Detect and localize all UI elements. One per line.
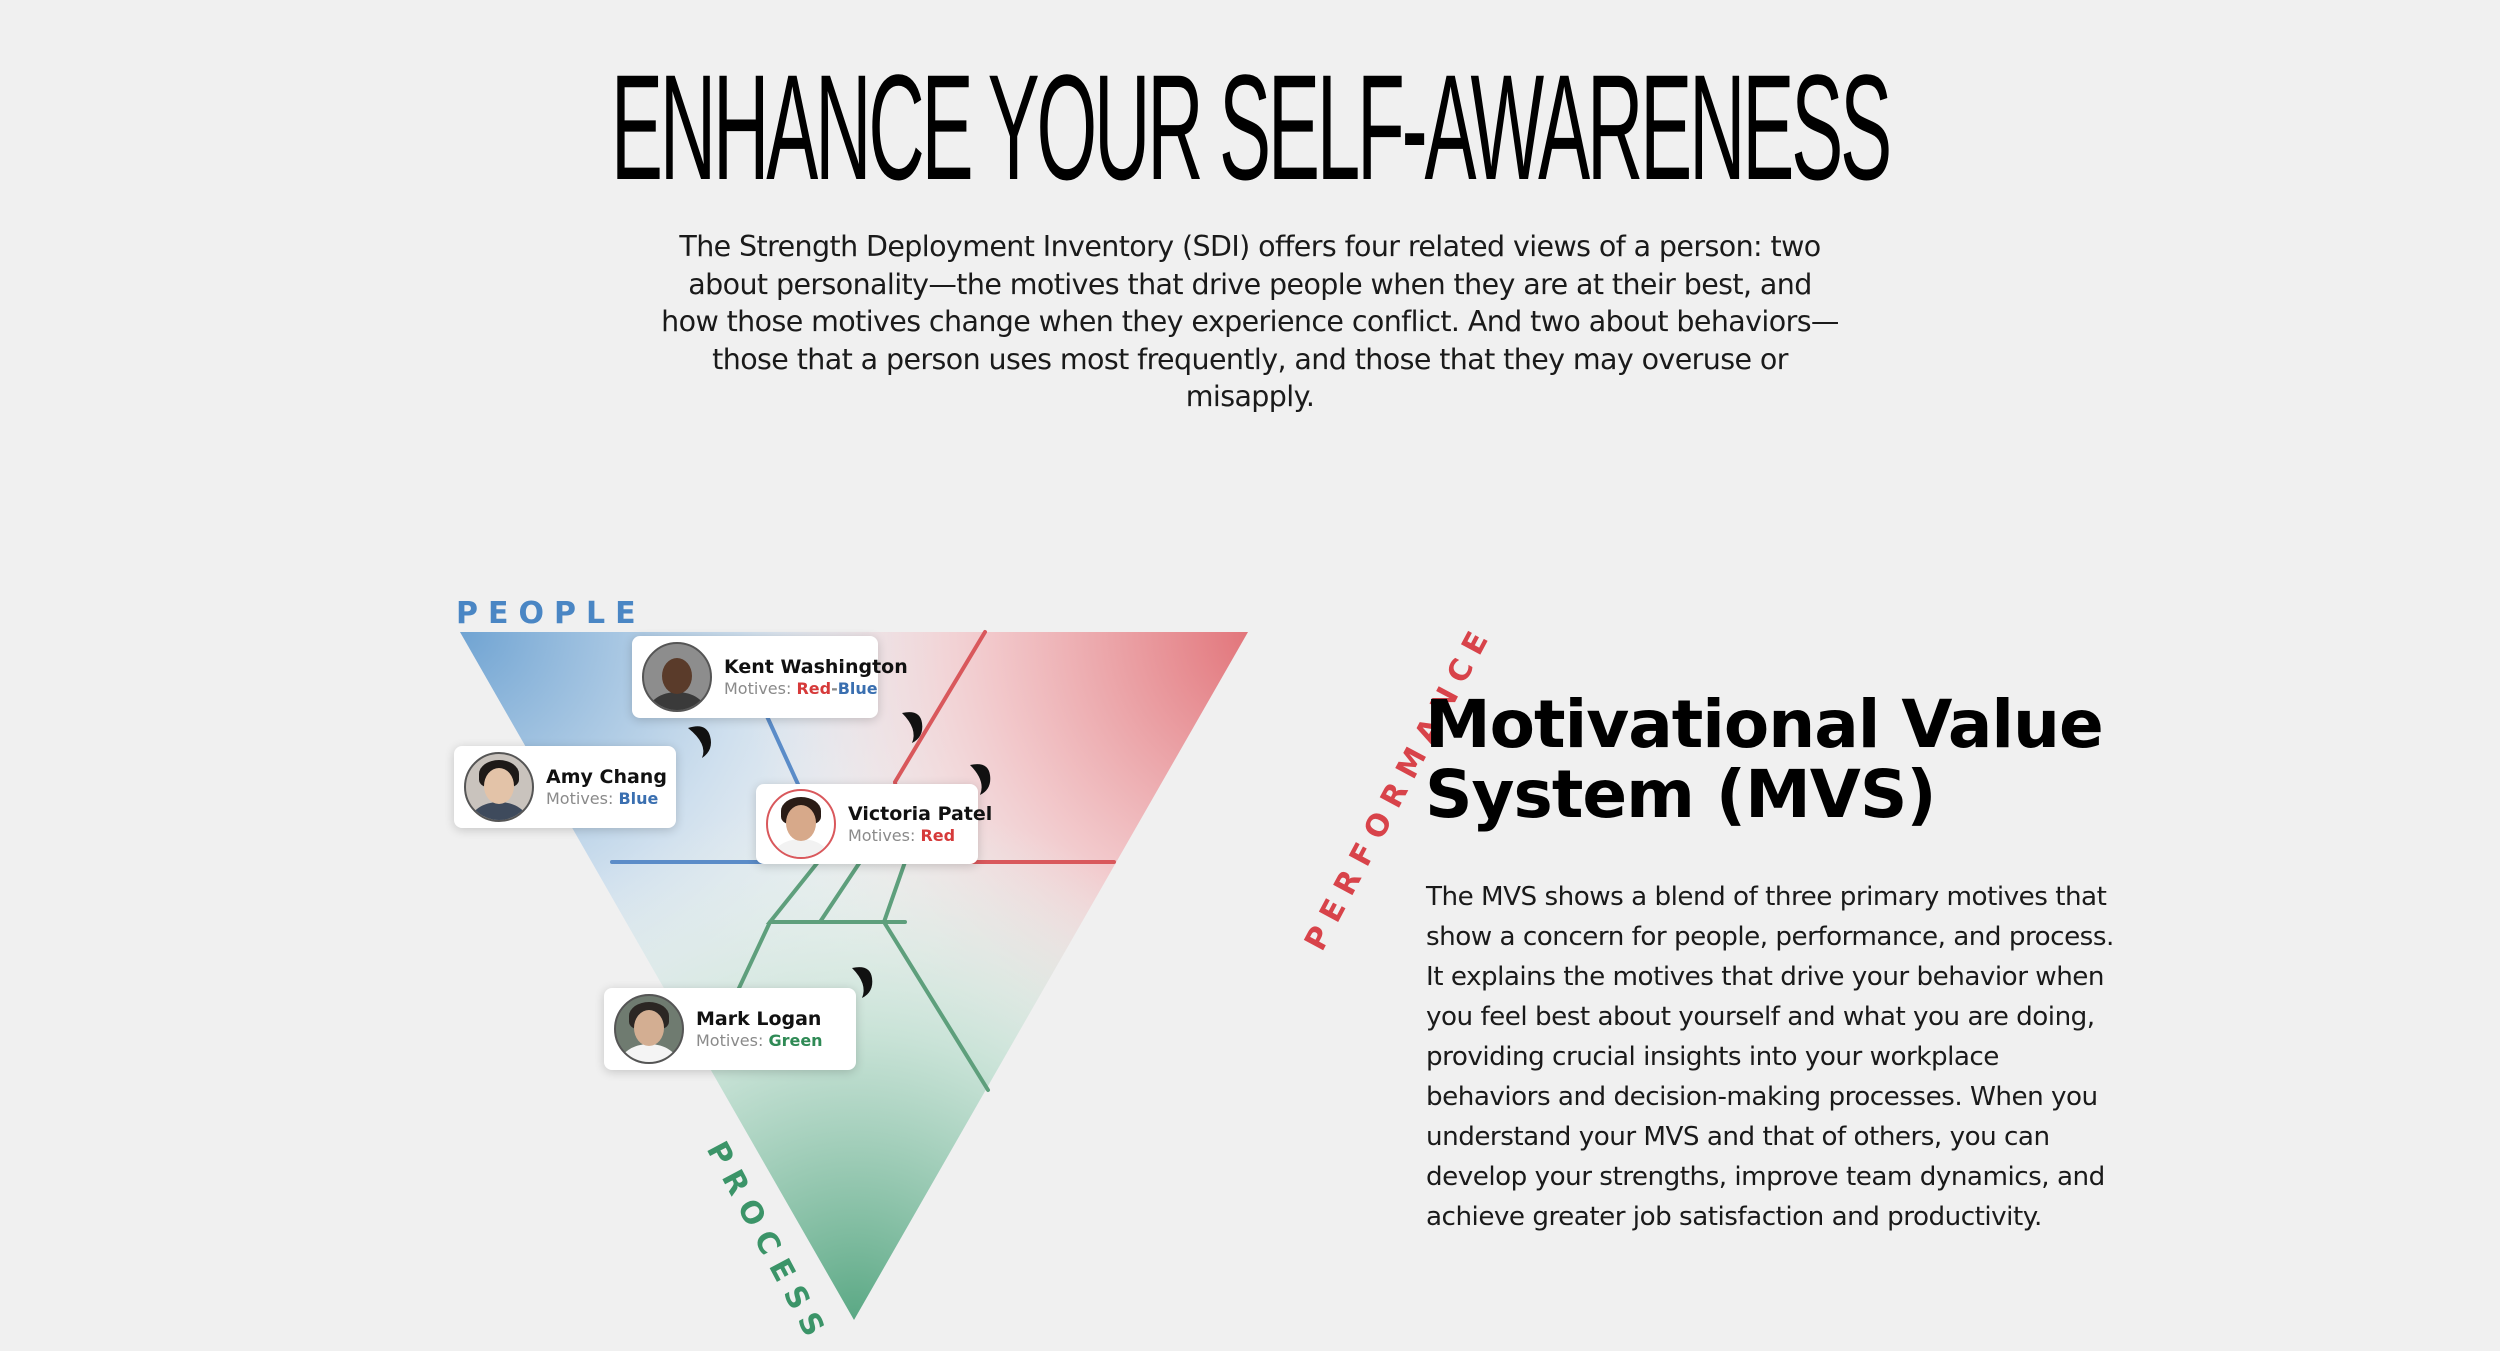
avatar bbox=[464, 752, 534, 822]
person-motives: Motives: Red bbox=[848, 825, 956, 845]
person-card-mark-logan[interactable]: Mark Logan Motives: Green bbox=[604, 988, 856, 1070]
person-name: Victoria Patel bbox=[848, 802, 993, 825]
person-name: Kent Washington bbox=[724, 655, 908, 678]
avatar bbox=[766, 789, 836, 859]
avatar bbox=[614, 994, 684, 1064]
sdi-triangle-diagram: PEOPLE PERFORMANCE PROCESS Kent Washingt… bbox=[440, 580, 1500, 1351]
person-card-victoria-patel[interactable]: Victoria Patel Motives: Red bbox=[756, 784, 992, 864]
person-motives: Kent Washington Motives: Red-Blue bbox=[724, 678, 878, 698]
axis-label-people: PEOPLE bbox=[456, 596, 646, 631]
page-title: ENHANCE YOUR SELF-AWARENESS bbox=[610, 43, 1892, 211]
person-card-amy-chang[interactable]: Amy Chang Motives: Blue bbox=[454, 746, 676, 828]
person-name: Amy Chang bbox=[546, 765, 667, 788]
person-card-kent-washington[interactable]: Kent Washington Kent Washington Motives:… bbox=[632, 636, 908, 718]
person-motives: Motives: Blue bbox=[546, 788, 659, 808]
mvs-heading: Motivational Value System (MVS) bbox=[1425, 686, 2104, 833]
avatar bbox=[642, 642, 712, 712]
intro-paragraph: The Strength Deployment Inventory (SDI) … bbox=[661, 230, 1839, 413]
mvs-description: The MVS shows a blend of three primary m… bbox=[1426, 882, 2114, 1232]
person-name: Mark Logan bbox=[696, 1007, 822, 1030]
person-motives: Motives: Green bbox=[696, 1030, 823, 1050]
triangle-graphic bbox=[460, 630, 1248, 1320]
kent-bubble-tail bbox=[688, 726, 711, 758]
